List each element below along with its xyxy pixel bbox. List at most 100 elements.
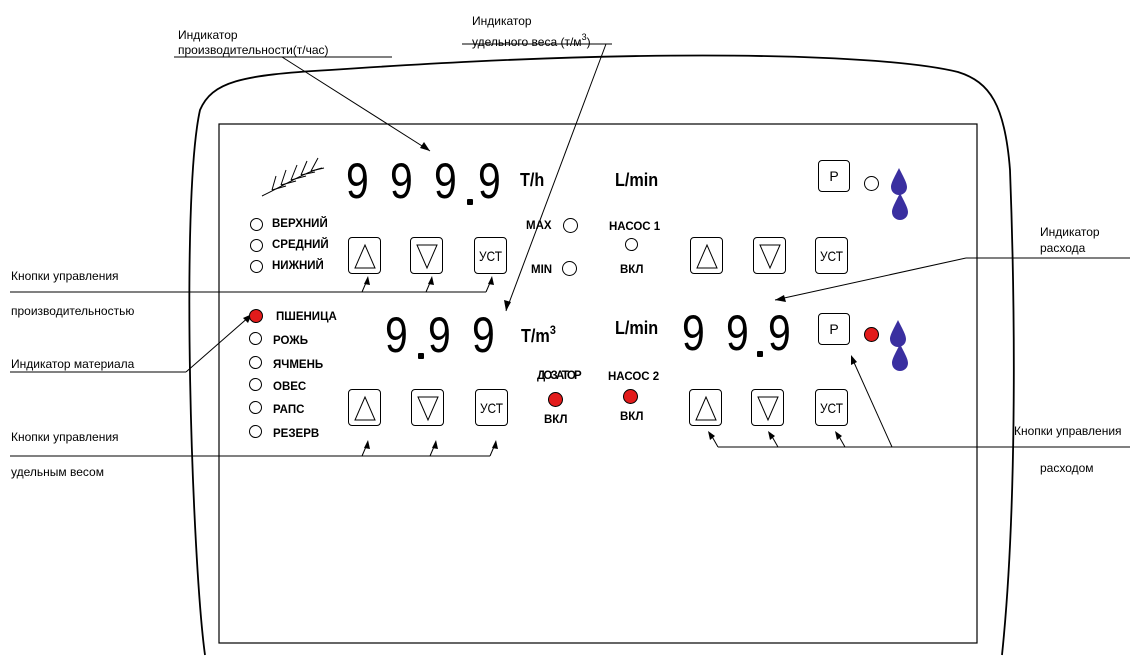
callout-flow-buttons-line2: расходом: [1040, 461, 1094, 475]
perf-set-button-label: УСТ: [478, 247, 503, 264]
callout-flow-buttons-line1: Кнопки управления: [1014, 424, 1122, 438]
arrow-up-icon: [354, 243, 376, 269]
arrowhead: [428, 276, 434, 285]
min-label: MIN: [531, 264, 553, 276]
arrow-down-icon: [416, 244, 438, 270]
perf-digit: 9: [346, 153, 369, 209]
material-led-reserve: [249, 425, 262, 438]
arrow-up-icon: [696, 243, 718, 269]
arrowhead: [432, 440, 438, 449]
perf-digit: 9: [434, 153, 457, 209]
arrowhead: [708, 431, 715, 440]
p-top-button[interactable]: P: [818, 160, 850, 192]
perf-digit: 9: [390, 153, 413, 209]
pump2-led: [623, 389, 638, 404]
water-drop-icon: [890, 168, 908, 371]
arrowhead: [420, 142, 430, 151]
doser-label: ДОЗАТОР: [537, 370, 582, 382]
arrowhead: [504, 300, 511, 311]
level-led-bottom: [250, 260, 263, 273]
callout-flow-indicator-line2: расхода: [1040, 241, 1086, 255]
perf-set-button[interactable]: УСТ: [474, 237, 507, 274]
density-set-label: УСТ: [479, 399, 504, 416]
material-label: ЯЧМЕНЬ: [273, 359, 324, 371]
arrowhead: [488, 276, 494, 285]
flow-up-button[interactable]: [689, 389, 722, 426]
wheat-ear-icon: [261, 157, 325, 197]
perf-digit: 9: [478, 153, 501, 209]
arrow-down-icon: [417, 396, 439, 422]
arrowhead: [768, 431, 775, 440]
doser-state: ВКЛ: [544, 414, 568, 426]
callout-perf-buttons-line2: производительностью: [11, 304, 135, 318]
callout-density-text: удельного веса (т/м: [472, 35, 582, 49]
doser-led: [548, 392, 563, 407]
arrowhead: [851, 355, 857, 365]
arrowhead: [775, 295, 786, 302]
arrow-down-icon: [759, 244, 781, 270]
density-digit: 9: [472, 307, 495, 363]
flow-digit: 9: [726, 305, 749, 361]
p-bottom-button[interactable]: P: [818, 313, 850, 345]
flow-top-up-button[interactable]: [690, 237, 723, 274]
panel-outer-frame: [188, 54, 1015, 656]
level-led-top: [250, 218, 263, 231]
callout-density-buttons-line2: удельным весом: [11, 465, 104, 479]
pump1-state: ВКЛ: [620, 264, 644, 276]
perf-up-button[interactable]: [348, 237, 381, 274]
flow-decimal-point: [757, 351, 763, 357]
pump1-led: [625, 238, 638, 251]
callout-density-sup: 3: [581, 32, 587, 42]
perf-decimal-point: [467, 199, 473, 205]
perf-unit: T/h: [520, 170, 545, 190]
callout-perf-indicator-line2: производительности(т/час): [178, 43, 329, 57]
level-label-top: ВЕРХНИЙ: [272, 218, 328, 230]
perf-down-button[interactable]: [410, 237, 443, 274]
arrow-up-icon: [695, 395, 717, 421]
callout-density-buttons-line1: Кнопки управления: [11, 430, 119, 444]
max-led: [563, 218, 578, 233]
pump2-label: НАСОС 2: [608, 371, 660, 383]
p-top-led: [864, 176, 879, 191]
flow-set-label: УСТ: [819, 399, 844, 416]
density-digit: 9: [428, 307, 451, 363]
level-label-middle: СРЕДНИЙ: [272, 239, 329, 251]
panel-inner-window: [218, 123, 978, 644]
density-up-button[interactable]: [348, 389, 381, 426]
material-label: РАПС: [273, 404, 305, 416]
material-led-oats: [249, 378, 262, 391]
material-led-wheat: [249, 309, 263, 323]
level-label-bottom: НИЖНИЙ: [272, 260, 324, 272]
min-led: [562, 261, 577, 276]
arrow-down-icon: [757, 396, 779, 422]
density-digit: 9: [385, 307, 408, 363]
material-led-rye: [249, 332, 262, 345]
p-top-label: P: [829, 168, 839, 184]
material-led-rapeseed: [249, 401, 262, 414]
density-set-button[interactable]: УСТ: [475, 389, 508, 426]
leader-density-indicator: [505, 43, 607, 312]
callout-material-indicator: Индикатор материала: [11, 357, 135, 371]
callout-perf-buttons-line1: Кнопки управления: [11, 269, 119, 283]
flow-set-button[interactable]: УСТ: [815, 389, 848, 426]
density-decimal-point: [418, 353, 424, 359]
lmin-bottom-label: L/min: [615, 318, 659, 338]
density-down-button[interactable]: [411, 389, 444, 426]
callout-flow-indicator-line1: Индикатор: [1040, 225, 1100, 239]
material-led-barley: [249, 356, 262, 369]
callout-density-close: ): [586, 35, 591, 49]
callout-density-indicator-line1: Индикатор: [472, 14, 532, 28]
pump2-state: ВКЛ: [620, 411, 644, 423]
arrowhead: [492, 440, 498, 449]
flow-top-set-button[interactable]: УСТ: [815, 237, 848, 274]
flow-digit: 9: [768, 305, 791, 361]
lmin-top-label: L/min: [615, 170, 659, 190]
flow-top-down-button[interactable]: [753, 237, 786, 274]
leader-flow-indicator: [774, 257, 967, 301]
density-unit-text: T/m: [521, 326, 550, 346]
callout-density-indicator-line2: удельного веса (т/м3): [472, 30, 591, 49]
leader-perf-indicator: [281, 56, 431, 152]
density-unit-sup: 3: [549, 323, 556, 337]
flow-down-button[interactable]: [751, 389, 784, 426]
